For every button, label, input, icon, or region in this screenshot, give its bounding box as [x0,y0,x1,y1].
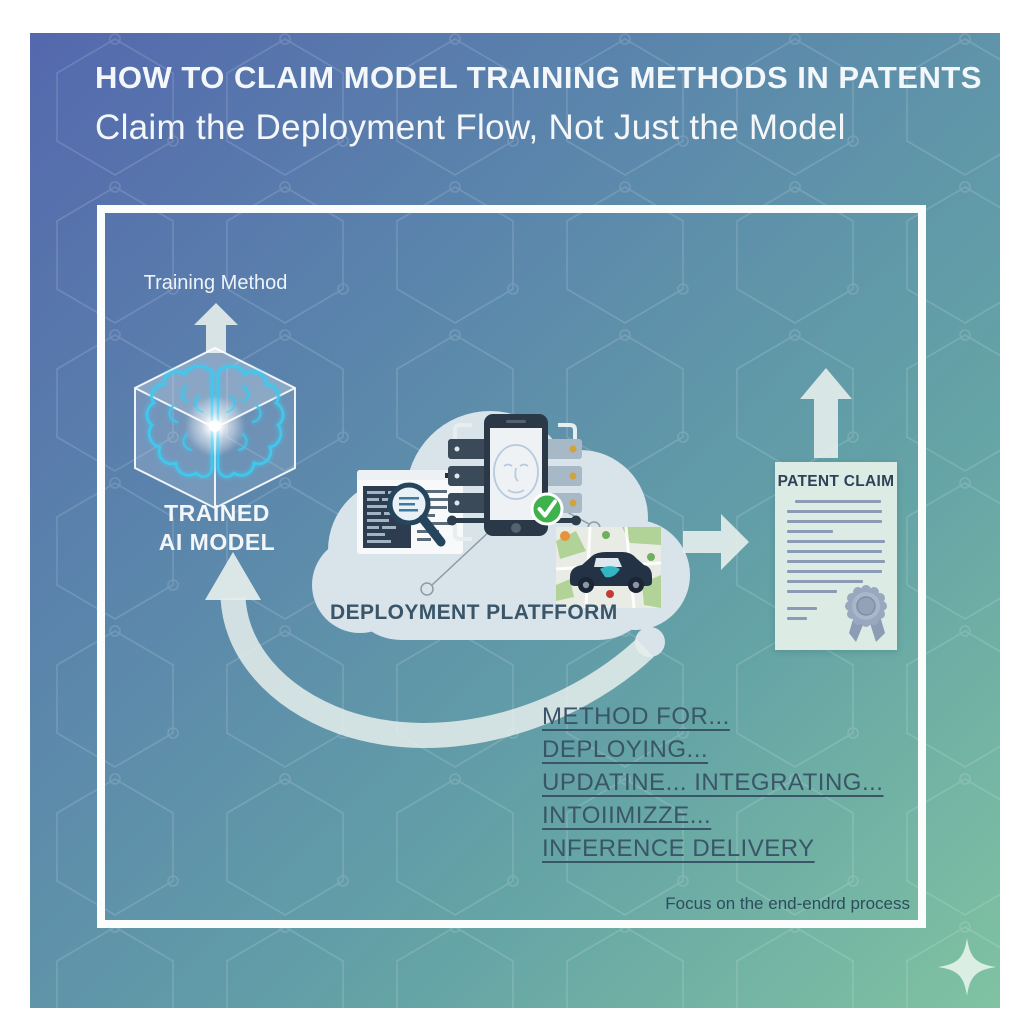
claim-phrase: UPDATINE... INTEGRATING... [542,769,884,796]
patent-arrow-up-icon [800,368,852,458]
patent-seal-icon [845,585,887,642]
phone-face-verification-icon [447,414,582,541]
brain-icon [145,364,285,478]
cube-shape [134,346,296,510]
car-icon [570,552,652,598]
page-title: HOW TO CLAIM MODEL TRAINING METHODS IN P… [95,60,982,95]
patent-document: PATENT CLAIM [775,462,897,650]
diagram-frame [97,205,926,928]
patent-text-lines [787,500,885,627]
footnote-text: Focus on the end-endrd process [665,894,910,913]
magnifier-icon [387,482,446,547]
code-inspection-window-icon [357,470,463,554]
check-icon [530,492,564,526]
deployment-platform-label: DEPLOYMENT PLATFFORM [330,601,618,624]
ai-model-cube-icon [134,346,296,510]
sparkle-icon [938,938,996,996]
trained-model-label: TRAINED AI MODEL [126,499,308,557]
face-outline-icon [493,444,539,500]
autonomous-car-map-icon [556,527,661,608]
claim-phrases-list: METHOD FOR... DEPLOYING... UPDATINE... I… [542,700,883,865]
claim-phrase: DEPLOYING... [542,736,709,763]
claim-phrase: INTOIIMIZZE... [542,802,712,829]
claim-phrase: INFERENCE DELIVERY [542,835,815,862]
training-method-label: Training Method [143,272,288,294]
flow-arrow-right-icon [683,514,749,570]
training-method-arrow-icon [194,303,238,353]
trained-model-line2: AI MODEL [158,529,276,555]
claim-phrase: METHOD FOR... [542,703,730,730]
patent-claim-title: PATENT CLAIM [777,473,895,490]
feedback-curved-arrow-icon [205,552,654,748]
page-subtitle: Claim the Deployment Flow, Not Just the … [95,108,846,147]
trained-model-line1: TRAINED [164,500,270,526]
